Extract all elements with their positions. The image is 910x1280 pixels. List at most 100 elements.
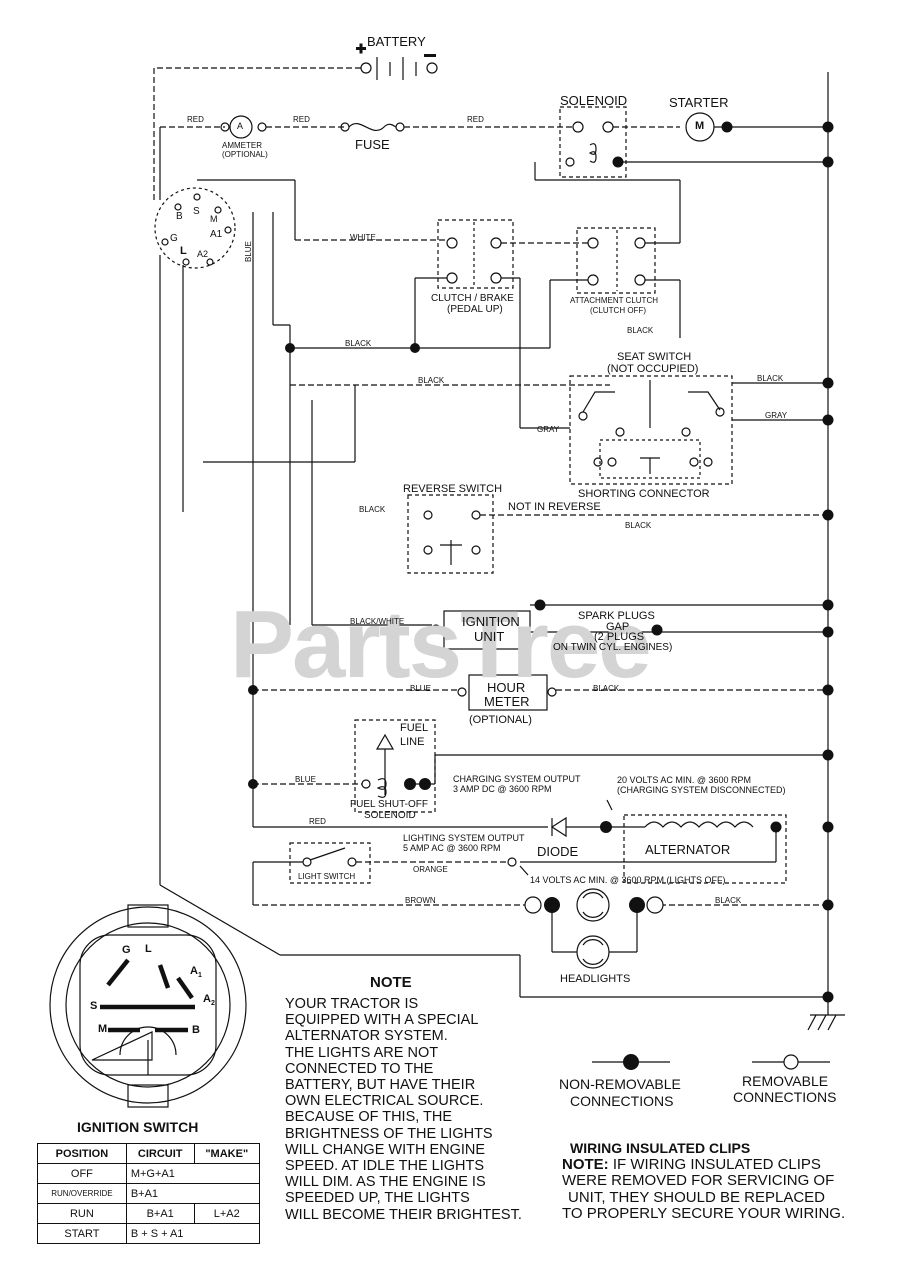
wire-black-1: BLACK <box>345 339 372 348</box>
legend-removable-1: REMOVABLE <box>742 1073 829 1089</box>
wire-brown: BROWN <box>405 896 436 905</box>
charging-output-label-1: CHARGING SYSTEM OUTPUT <box>453 774 581 784</box>
alternator-coil <box>644 821 754 828</box>
table-row: RUN B+A1 L+A2 <box>37 1203 261 1224</box>
wire-black-7: BLACK <box>593 684 620 693</box>
alternator-label: ALTERNATOR <box>645 842 731 857</box>
not-in-reverse-label: NOT IN REVERSE <box>508 501 601 513</box>
solenoid-label: SOLENOID <box>560 93 628 108</box>
switch-face-g: G <box>122 944 131 956</box>
light-switch-box <box>289 842 371 884</box>
clutch-brake-label: CLUTCH / BRAKE <box>431 293 514 304</box>
wire-red-2: RED <box>293 115 310 124</box>
switch-face-m: M <box>98 1023 108 1035</box>
alternator-box <box>623 814 787 884</box>
legend-non-removable-1: NON-REMOVABLE <box>559 1076 681 1092</box>
wire-black-5: BLACK <box>359 505 386 514</box>
terminal-m: M <box>210 214 218 224</box>
hour-meter-optional-label: (OPTIONAL) <box>469 714 532 726</box>
fuse-label: FUSE <box>355 137 390 152</box>
diode-label: DIODE <box>537 844 579 859</box>
diode-symbol <box>550 816 567 838</box>
starter-label: STARTER <box>669 95 729 110</box>
battery-label: BATTERY <box>367 34 426 49</box>
watermark: PartsTree <box>230 591 652 698</box>
switch-face-b: B <box>192 1024 200 1036</box>
switch-face-l: L <box>145 943 152 955</box>
wire-red-3: RED <box>467 115 484 124</box>
header-make: "MAKE" <box>193 1143 261 1164</box>
ignition-unit-label-2: UNIT <box>474 629 505 644</box>
ammeter-a-label: A <box>237 121 244 131</box>
solenoid-box <box>559 106 627 178</box>
headlights-label: HEADLIGHTS <box>560 973 631 985</box>
ignition-switch-outer <box>49 906 247 1104</box>
terminal-l: L <box>180 245 187 257</box>
wire-black-6: BLACK <box>625 521 652 530</box>
wiring-clips-note: WIRING INSULATED CLIPS NOTE: IF WIRING I… <box>562 1140 846 1222</box>
ac-20v-label-1: 20 VOLTS AC MIN. @ 3600 RPM <box>617 775 752 785</box>
wire-red-4: RED <box>309 817 326 826</box>
ignition-terminal-block <box>154 187 236 269</box>
wire-blue-fuel: BLUE <box>295 775 316 784</box>
switch-face-s: S <box>90 1000 98 1012</box>
hour-meter-label-2: METER <box>484 694 530 709</box>
switch-face-a1: A1 <box>190 965 202 980</box>
ammeter-optional-label: (OPTIONAL) <box>222 150 268 159</box>
reverse-switch-box <box>407 494 494 574</box>
seat-switch-label: SEAT SWITCH <box>617 351 692 363</box>
fuel-solenoid-label-2: SOLENOID <box>364 810 416 821</box>
attachment-clutch-box <box>576 227 656 294</box>
wire-gray-2: GRAY <box>765 411 788 420</box>
attachment-clutch-label: ATTACHMENT CLUTCH <box>570 296 658 305</box>
wire-black-white: BLACK/WHITE <box>350 617 405 626</box>
table-row: RUN/OVERRIDE B+A1 <box>37 1183 261 1204</box>
ac-20v-label-2: (CHARGING SYSTEM DISCONNECTED) <box>617 785 786 795</box>
starter-m-label: M <box>695 120 705 132</box>
reverse-switch-label: REVERSE SWITCH <box>403 483 503 495</box>
headlight-2 <box>576 935 610 969</box>
ammeter-symbol <box>229 115 253 139</box>
wire-blue-vertical: BLUE <box>244 241 253 262</box>
legend-non-removable-2: CONNECTIONS <box>570 1093 674 1109</box>
shorting-connector-label: SHORTING CONNECTOR <box>578 488 710 500</box>
note-body: YOUR TRACTOR IS EQUIPPED WITH A SPECIAL … <box>285 996 522 1223</box>
terminal-a2: A2 <box>197 249 209 259</box>
table-row: OFF M+G+A1 <box>37 1163 261 1184</box>
header-position: POSITION <box>37 1143 127 1164</box>
shorting-connector-box <box>599 439 701 479</box>
wire-black-8: BLACK <box>715 896 742 905</box>
wire-red-1: RED <box>187 115 204 124</box>
not-occupied-label: (NOT OCCUPIED) <box>607 363 699 375</box>
seat-switch-box <box>569 375 733 485</box>
headlight-1 <box>576 888 610 922</box>
header-circuit: CIRCUIT <box>125 1143 195 1164</box>
ac-14v-label: 14 VOLTS AC MIN. @ 3600 RPM (LIGHTS OFF) <box>530 875 726 885</box>
battery-symbol <box>154 57 438 80</box>
switch-face-a2: A2 <box>203 993 215 1008</box>
fuel-solenoid-label-1: FUEL SHUT-OFF <box>350 799 428 810</box>
lighting-output-label-2: 5 AMP AC @ 3600 RPM <box>403 843 501 853</box>
hour-meter-label-1: HOUR <box>487 680 526 695</box>
ignition-switch-table: POSITION CIRCUIT "MAKE" OFF M+G+A1 RUN/O… <box>37 1143 261 1244</box>
light-switch-label: LIGHT SWITCH <box>298 872 356 881</box>
note-title: NOTE <box>370 974 412 991</box>
wire-white: WHITE <box>350 233 376 242</box>
fuse-symbol <box>348 123 397 131</box>
terminal-s: S <box>193 206 200 217</box>
spark-plugs-label: SPARK PLUGS <box>578 610 655 622</box>
ammeter-label: AMMETER <box>222 141 262 150</box>
fuel-line-label-2: LINE <box>400 736 425 748</box>
terminal-a1: A1 <box>210 229 223 240</box>
wire-black-3: BLACK <box>627 326 654 335</box>
ignition-unit-box <box>443 610 531 650</box>
wire-gray-1: GRAY <box>537 425 560 434</box>
fuel-line-label-1: FUEL <box>400 722 429 734</box>
terminal-g: G <box>170 233 178 244</box>
spark-twin-label: ON TWIN CYL. ENGINES) <box>553 642 673 653</box>
wire-orange: ORANGE <box>413 865 448 874</box>
charging-output-label-2: 3 AMP DC @ 3600 RPM <box>453 784 552 794</box>
ignition-unit-label-1: IGNITION <box>462 614 520 629</box>
spark-plugs-count-label: (2 PLUGS <box>594 631 645 643</box>
